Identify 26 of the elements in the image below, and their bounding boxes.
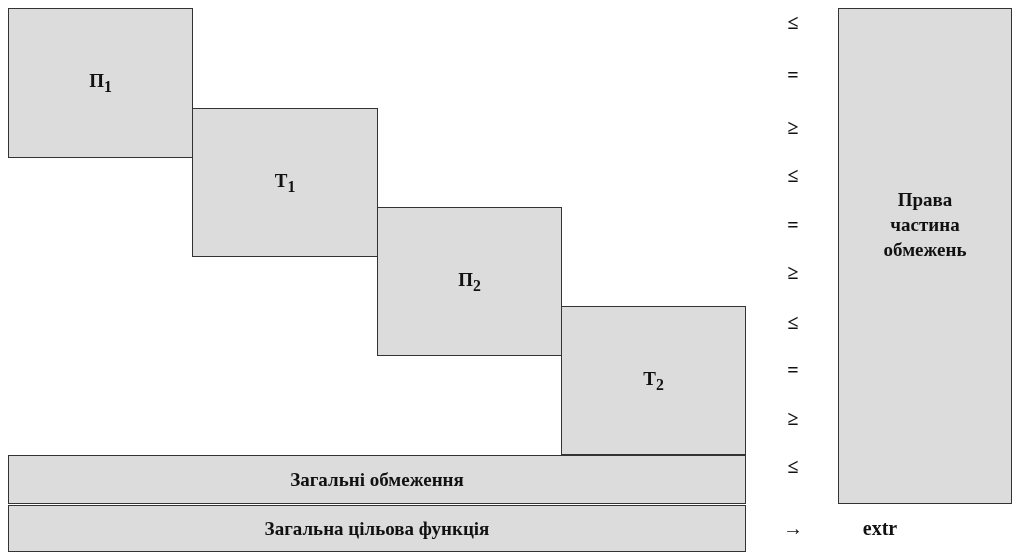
block-label: Т$_{1}$ xyxy=(274,169,296,196)
relation-sign: ≤ xyxy=(787,310,799,334)
block-label: П$_{1}$ xyxy=(89,70,112,96)
relation-sign: ≤ xyxy=(787,454,799,478)
matrix-block xyxy=(561,306,746,455)
block-label: Права частина обмежень xyxy=(882,188,968,262)
relation-sign: = xyxy=(787,213,799,237)
matrix-block xyxy=(377,207,562,356)
relation-sign: ≤ xyxy=(787,10,799,34)
relation-sign: ≥ xyxy=(787,260,799,284)
relation-sign: → xyxy=(783,516,803,540)
matrix-block xyxy=(8,8,193,158)
matrix-block xyxy=(192,108,378,257)
relation-sign: = xyxy=(787,358,799,382)
relation-sign: ≤ xyxy=(787,163,799,187)
block-label: Т$_{2}$ xyxy=(643,367,664,394)
matrix-row-band xyxy=(8,455,746,504)
matrix-row-band xyxy=(8,505,746,552)
block-label: П$_{2}$ xyxy=(458,268,481,295)
block-label: Загальні обмеження xyxy=(290,468,464,491)
relation-sign: = xyxy=(787,63,799,87)
right-hand-side-block xyxy=(838,8,1012,504)
objective-label: extr xyxy=(862,516,898,540)
block-label: Загальна цільова функція xyxy=(264,517,490,540)
relation-sign: ≥ xyxy=(787,115,799,139)
relation-sign: ≥ xyxy=(787,406,799,430)
